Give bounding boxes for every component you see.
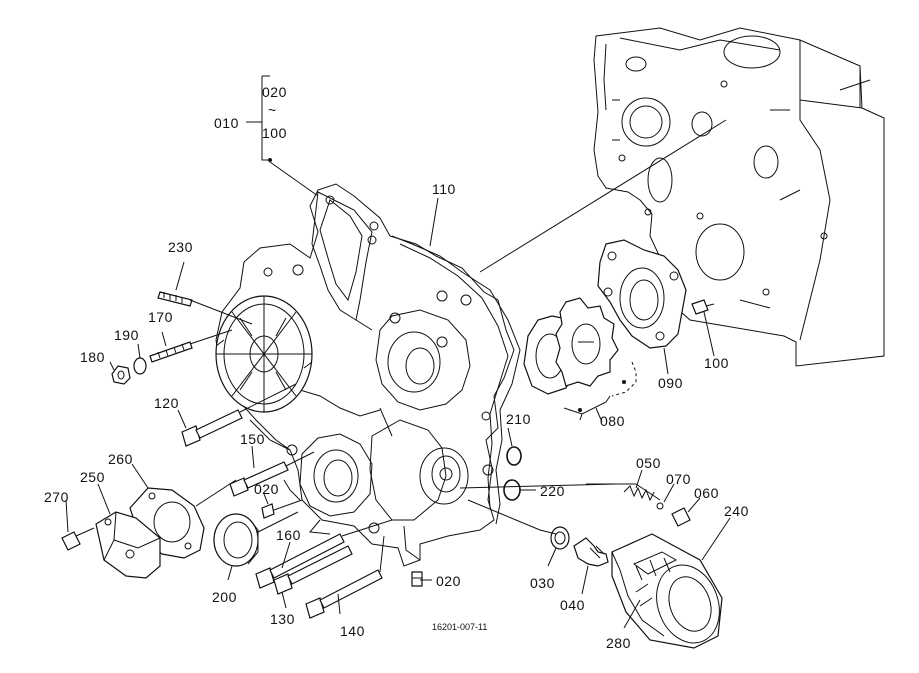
callout-210: 210 xyxy=(506,411,531,427)
oil-pump-gear xyxy=(523,297,637,421)
callout-170: 170 xyxy=(148,309,173,325)
breather-cover-assembly xyxy=(61,487,205,579)
callout-020-small: 020 xyxy=(254,481,279,497)
callout-220: 220 xyxy=(540,483,565,499)
callout-180: 180 xyxy=(80,349,105,365)
callout-200: 200 xyxy=(212,589,237,605)
callout-230: 230 xyxy=(168,239,193,255)
callout-030: 030 xyxy=(530,575,555,591)
drawing-code: 16201-007-11 xyxy=(432,622,488,632)
relief-valve-assembly xyxy=(550,526,609,567)
callout-090: 090 xyxy=(658,375,683,391)
callout-020-top: 020 xyxy=(262,84,287,100)
studs-and-bolts xyxy=(111,291,423,619)
o-ring-210 xyxy=(506,446,522,466)
oil-filter xyxy=(611,533,723,649)
o-ring-220 xyxy=(503,479,521,501)
callout-010: 010 xyxy=(214,115,239,131)
leader-lines xyxy=(65,75,731,629)
oil-pump-cover xyxy=(597,239,715,349)
callout-260: 260 xyxy=(108,451,133,467)
callout-150: 150 xyxy=(240,431,265,447)
engine-block xyxy=(593,27,885,367)
callout-190: 190 xyxy=(114,327,139,343)
callout-070: 070 xyxy=(666,471,691,487)
oil-seal xyxy=(213,513,259,567)
callout-020-bottom: 020 xyxy=(436,573,461,589)
callout-140: 140 xyxy=(340,623,365,639)
gear-case xyxy=(215,183,521,567)
callout-080: 080 xyxy=(600,413,625,429)
callout-130: 130 xyxy=(270,611,295,627)
callout-270: 270 xyxy=(44,489,69,505)
callout-110: 110 xyxy=(432,181,456,197)
callout-100-screw: 100 xyxy=(704,355,729,371)
callout-120: 120 xyxy=(154,395,179,411)
callout-050: 050 xyxy=(636,455,661,471)
callout-range-tilde: ~ xyxy=(268,102,277,118)
callout-280: 280 xyxy=(606,635,631,651)
gear-cover-disc xyxy=(215,295,313,413)
callout-160: 160 xyxy=(276,527,301,543)
callout-040: 040 xyxy=(560,597,585,613)
callout-060: 060 xyxy=(694,485,719,501)
callout-250: 250 xyxy=(80,469,105,485)
spring-ball-plug xyxy=(623,485,691,527)
callout-100-range: 100 xyxy=(262,125,287,141)
callout-240: 240 xyxy=(724,503,749,519)
